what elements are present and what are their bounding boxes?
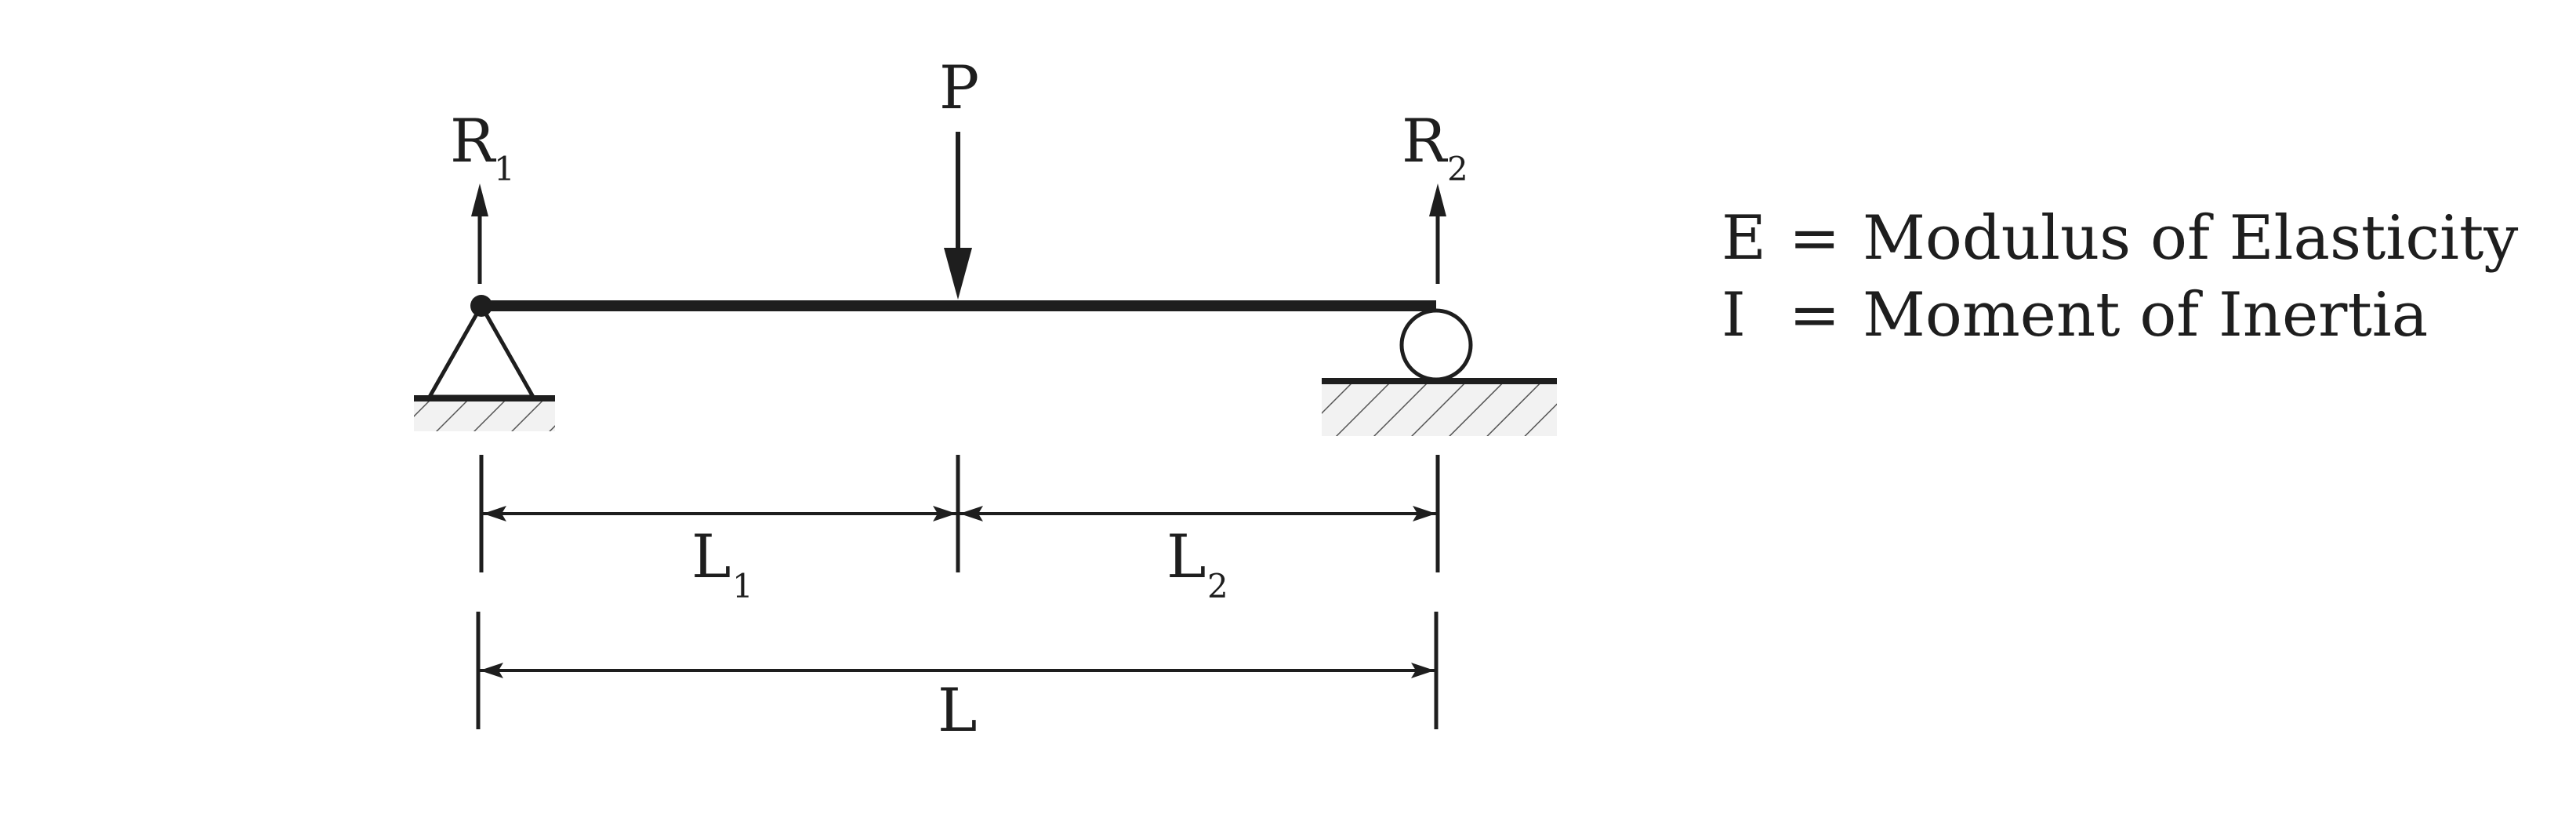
dimension-extension-lines (476, 455, 1440, 729)
span-l1-label: L (691, 521, 731, 591)
roller-support-icon (1322, 308, 1557, 436)
legend-symbol-e: E (1722, 203, 1766, 274)
span-l1-subscript: 1 (732, 567, 753, 605)
span-l2-label: L (1166, 521, 1206, 591)
dimension-l1 (483, 506, 956, 521)
reaction-r1-label: R (450, 106, 497, 176)
legend: E = Modulus of Elasticity I = Moment of … (1722, 203, 2518, 351)
pin-support-icon (414, 295, 555, 431)
legend-description-e: Modulus of Elasticity (1863, 203, 2518, 274)
reaction-r1-subscript: 1 (494, 150, 515, 188)
reaction-r2-arrow (1429, 183, 1446, 284)
reaction-r2-label: R (1402, 106, 1449, 176)
reaction-r2-subscript: 2 (1447, 150, 1468, 188)
dimension-l2 (960, 506, 1436, 521)
legend-equals-e: = (1789, 203, 1840, 274)
legend-equals-i: = (1789, 280, 1840, 351)
dimension-total-l (480, 663, 1435, 678)
legend-symbol-i: I (1722, 280, 1746, 351)
load-label: P (939, 53, 979, 122)
reaction-r1-arrow (471, 183, 488, 284)
load-p-arrow (944, 132, 972, 300)
total-span-label: L (938, 675, 977, 745)
legend-description-i: Moment of Inertia (1863, 280, 2428, 351)
span-l2-subscript: 2 (1207, 567, 1228, 605)
